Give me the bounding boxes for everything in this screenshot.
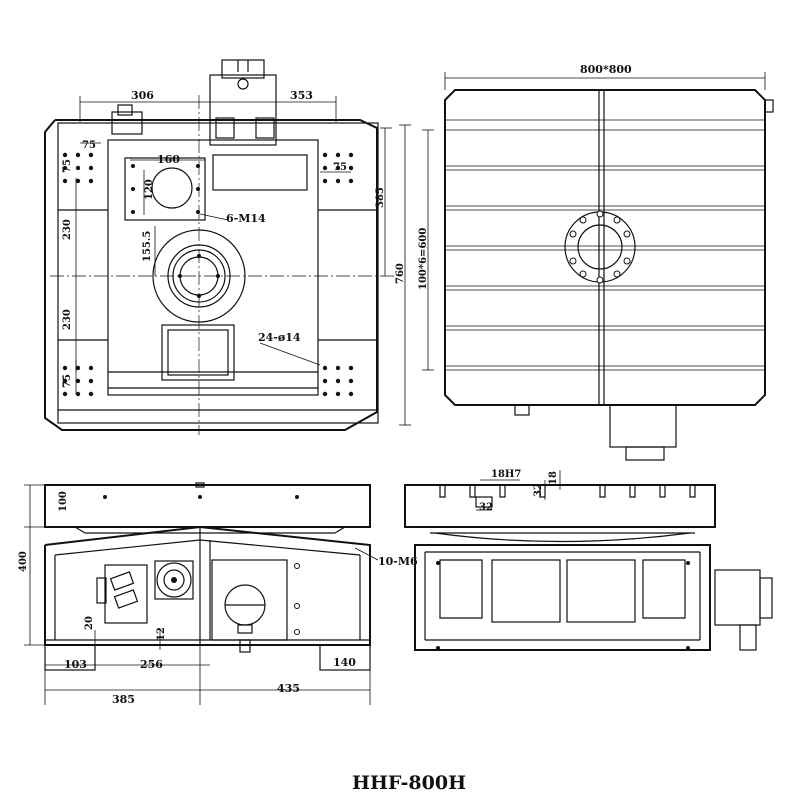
- dim-75-lower: 75: [62, 374, 73, 388]
- dim-400: 400: [18, 551, 29, 572]
- side-view: 18H7 32 32 18: [404, 469, 773, 651]
- dim-120: 120: [144, 179, 155, 200]
- table-view: 800*800 100*6=600: [418, 63, 774, 461]
- dim-230-lower: 230: [62, 309, 73, 330]
- dim-435: 435: [277, 682, 300, 695]
- dim-760: 760: [395, 263, 406, 284]
- dim-306: 306: [131, 89, 154, 102]
- dim-800x800: 800*800: [580, 63, 632, 76]
- hole-pattern-tr: [322, 152, 354, 184]
- dim-75-right: 75: [333, 162, 347, 173]
- dim-12: 12: [156, 627, 167, 641]
- dim-75-left-v: 75: [62, 159, 73, 173]
- top-view: 306 353 75 160 75 6-M14 24-ø14 75 120 38…: [44, 59, 411, 435]
- dim-100: 100: [58, 491, 69, 512]
- dim-353: 353: [290, 89, 313, 102]
- hole-pattern-bl: [62, 365, 94, 397]
- note-10-m6: 10-M6: [378, 555, 418, 568]
- dim-385: 385: [375, 187, 386, 208]
- dim-103: 103: [64, 658, 87, 671]
- drawing-title: HHF-800H: [352, 772, 466, 794]
- dim-32-v: 32: [533, 483, 544, 497]
- dim-160: 160: [157, 153, 180, 166]
- note-6-m14: 6-M14: [226, 212, 266, 225]
- dim-20: 20: [84, 616, 95, 630]
- plate-holes: [131, 164, 200, 214]
- front-view: 100 400 20 12 103 256 140 385 435 10-M6: [18, 482, 418, 706]
- dim-100x6: 100*6=600: [418, 228, 429, 290]
- note-24-d14: 24-ø14: [258, 331, 301, 344]
- dim-155-5: 155.5: [142, 231, 153, 262]
- dim-18h7: 18H7: [491, 469, 521, 480]
- dim-385: 385: [112, 693, 135, 706]
- dim-230-upper: 230: [62, 219, 73, 240]
- dim-75-left: 75: [82, 140, 96, 151]
- hole-pattern-br: [322, 365, 354, 397]
- dim-140: 140: [333, 656, 356, 669]
- dim-18-v: 18: [548, 471, 559, 485]
- hole-pattern-tl: [62, 152, 94, 184]
- dim-256: 256: [140, 658, 163, 671]
- dim-32-h: 32: [479, 502, 493, 513]
